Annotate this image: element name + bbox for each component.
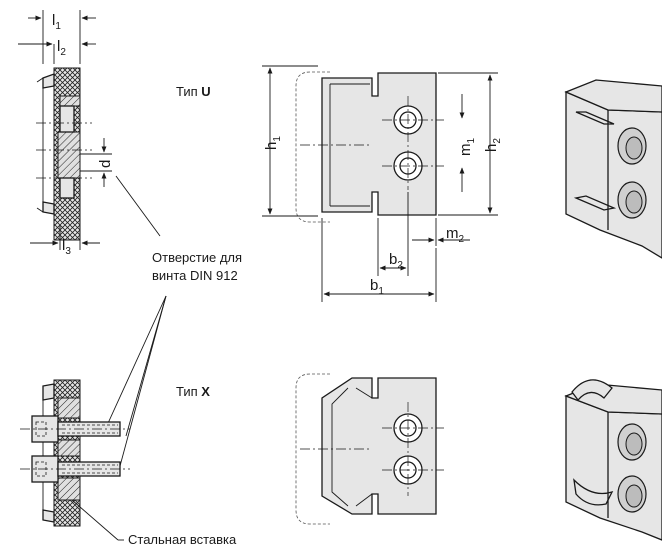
dim-b2-label: b2 [389,251,403,271]
callout-hole: Отверстие для винта DIN 912 [103,175,242,467]
dim-d-label: d [97,160,114,168]
front-view-u: h1 h2 m1 m2 b2 b1 [262,65,503,302]
dim-l3-label: l3 [62,237,71,257]
front-view-x [295,373,444,525]
dim-h1-label: h1 [263,136,283,150]
dim-h2-label: h2 [483,138,503,152]
callout-insert: Стальная вставка [71,499,237,546]
isometric-view-x [564,379,662,541]
front-body-u [321,72,437,216]
callout-hole-line1: Отверстие для [152,250,242,265]
type-u-label: Тип U [176,84,211,99]
dim-b1-label: b1 [370,277,384,297]
side-section-x [20,379,130,527]
dim-l1-label: l1 [52,12,61,32]
type-x-label: Тип X [176,384,210,399]
isometric-view-u [564,79,662,259]
dim-l2-label: l2 [57,38,66,58]
callout-insert-text: Стальная вставка [128,532,237,546]
side-section-u: l1 l2 d l3 [18,10,114,257]
dim-m2-label: m2 [446,225,465,245]
dim-m1-label: m1 [457,138,477,157]
callout-hole-line2: винта DIN 912 [152,268,238,283]
front-body-x [321,377,437,515]
